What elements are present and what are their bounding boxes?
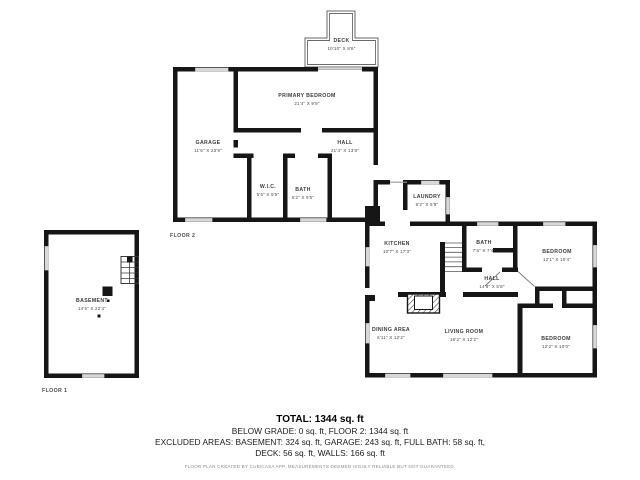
stairs-main [445,242,462,272]
room-label-kitchen: KITCHEN 10'7" X 17'3" [382,241,412,254]
room-label-hall-upper: HALL 21'4" X 13'8" [330,140,360,153]
disclaimer-text: FLOOR PLAN CREATED BY CUBICASA APP. MEAS… [184,464,456,469]
walls [44,67,597,378]
windows [44,67,597,378]
chimney [365,206,380,222]
stairs-basement [120,256,139,284]
room-label-laundry: LAUNDRY 6'2" X 5'9" [413,194,441,207]
excluded-areas-line2: DECK: 56 sq. ft, WALLS: 166 sq. ft [255,448,385,458]
excluded-areas-line1: EXCLUDED AREAS: BASEMENT: 324 sq. ft, GA… [155,437,485,447]
room-label-garage: GARAGE 11'5" X 23'9" [194,140,222,153]
area-summary: TOTAL: 1344 sq. ft BELOW GRADE: 0 sq. ft… [0,414,640,469]
room-label-dining: DINING AREA 6'11" X 12'2" [372,327,410,340]
door-swings [484,271,535,287]
room-label-primary-bedroom: PRIMARY BEDROOM 21'4" X 9'9" [278,93,336,106]
room-label-deck: DECK 10'10" X 8'6" [327,38,356,51]
below-grade-line: BELOW GRADE: 0 sq. ft, FLOOR 2: 1344 sq.… [231,426,409,436]
room-label-hall-main: HALL 14'8" X 5'8" [479,276,505,289]
floor1-tag: FLOOR 1 [42,388,68,394]
room-label-bath-main: BATH 7'5" X 7'4" [472,240,496,253]
support-post [102,286,113,296]
total-area: TOTAL: 1344 sq. ft [276,414,364,425]
fireplace [406,293,441,314]
floor2-tag: FLOOR 2 [170,233,196,239]
room-label-living: LIVING ROOM 16'2" X 12'2" [444,329,484,342]
room-label-bath-upper: BATH 6'2" X 9'5" [291,187,315,200]
room-label-basement: BASEMENT 14'5" X 22'4" [76,298,108,311]
room-label-bedroom-ne: BEDROOM 12'1" X 10'4" [542,249,572,262]
door-lines [318,68,407,183]
room-label-wic: W.I.C. 5'5" X 9'5" [256,184,280,197]
room-label-bedroom-se: BEDROOM 12'2" X 10'0" [541,336,571,349]
